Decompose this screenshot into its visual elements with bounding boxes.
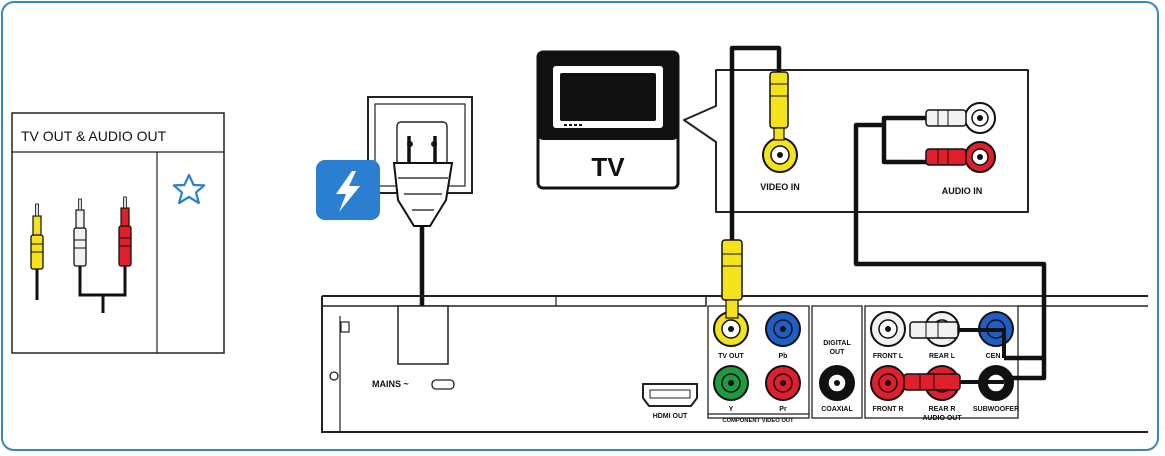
star-icon bbox=[172, 173, 206, 205]
front-l-label: FRONT L bbox=[873, 353, 904, 360]
digital-out-label-2: OUT bbox=[830, 349, 846, 356]
center-label: CEN bbox=[986, 353, 1001, 360]
y-label: Y bbox=[729, 406, 734, 413]
tv-audio-in-jacks: AUDIO IN bbox=[942, 102, 996, 196]
audio-cable bbox=[853, 109, 1047, 391]
hdmi-out-label: HDMI OUT bbox=[653, 413, 688, 420]
rca-white-plug-icon bbox=[73, 198, 127, 313]
connection-type-panel: TV OUT & AUDIO OUT bbox=[11, 112, 225, 354]
video-in-label: VIDEO IN bbox=[760, 182, 800, 192]
component-video-out-label: COMPONENT VIDEO OUT bbox=[722, 418, 794, 424]
tv-out-label: TV OUT bbox=[718, 353, 744, 360]
tv-icon: TV bbox=[536, 50, 680, 190]
pr-label: Pr bbox=[779, 406, 787, 413]
subwoofer-label: SUBWOOFER bbox=[973, 406, 1019, 413]
panel-title: TV OUT & AUDIO OUT bbox=[21, 128, 167, 144]
tv-label: TV bbox=[591, 152, 625, 182]
rca-red-plug-icon bbox=[118, 196, 132, 267]
rca-yellow-plug-icon bbox=[30, 203, 44, 300]
rear-l-label: REAR L bbox=[929, 353, 956, 360]
digital-out-label-1: DIGITAL bbox=[823, 340, 851, 347]
hdmi-out-port: HDMI OUT bbox=[642, 383, 698, 420]
power-warning-icon bbox=[316, 160, 380, 220]
video-cable bbox=[721, 45, 789, 319]
mains-label: MAINS ~ bbox=[372, 379, 409, 389]
front-r-label: FRONT R bbox=[872, 406, 903, 413]
tv-video-in-jack: VIDEO IN bbox=[760, 137, 800, 192]
coaxial-label: COAXIAL bbox=[821, 406, 853, 413]
audio-out-label: AUDIO OUT bbox=[922, 415, 962, 422]
audio-in-label: AUDIO IN bbox=[942, 186, 983, 196]
digital-out-cluster: DIGITAL OUT COAXIAL bbox=[811, 305, 863, 419]
rear-r-label: REAR R bbox=[929, 406, 956, 413]
pb-label: Pb bbox=[779, 353, 788, 360]
video-out-cluster: TV OUT Pb Y Pr COMPONENT VIDEO OUT bbox=[707, 305, 810, 424]
